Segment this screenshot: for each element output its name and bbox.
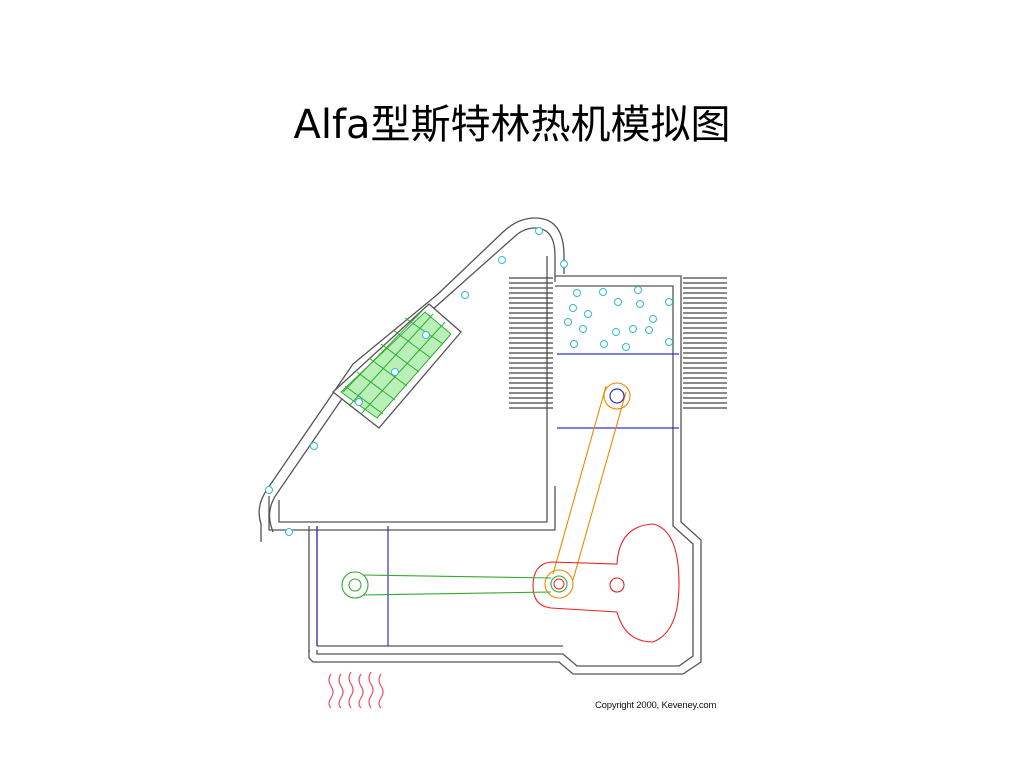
- regenerator-mesh-icon: [342, 309, 446, 415]
- pistons: [316, 353, 679, 646]
- channel-inner-wall: [268, 227, 556, 533]
- hot-connecting-rod: [544, 382, 631, 599]
- crankshaft: [532, 523, 680, 643]
- gas-particles: [265, 227, 673, 536]
- copyright-text: Copyright 2000, Keveney.com: [595, 700, 717, 711]
- cold-rod-left-end: [341, 571, 369, 599]
- hot-cylinder-wall: [308, 275, 702, 675]
- hot-rod-bottom-end: [544, 569, 574, 599]
- crank-center: [609, 577, 625, 593]
- slide-title: Alfa型斯特林热机模拟图: [293, 102, 731, 148]
- crank-web: [532, 523, 680, 643]
- cold-rod-right-end: [550, 575, 568, 593]
- hot-cylinder-inner-wall: [316, 285, 694, 667]
- engine-drawing: [258, 217, 727, 709]
- cold-piston-pin: [348, 578, 362, 592]
- channel-outer-wall: [258, 217, 565, 542]
- cold-connecting-rod: [341, 571, 568, 599]
- cold-cylinder: [308, 526, 563, 652]
- hot-piston-pin: [609, 388, 625, 404]
- channel-loop-left: [268, 486, 556, 531]
- gas-channel: [258, 217, 565, 542]
- hot-rod-top-end: [603, 382, 631, 410]
- stirling-engine-diagram: Copyright 2000, Keveney.com: [233, 196, 749, 720]
- fins-right: [683, 277, 727, 409]
- crank-pin: [553, 578, 565, 590]
- fins-left: [509, 277, 553, 409]
- channel-loop-inner: [278, 256, 548, 523]
- heat-fins-icon: [509, 277, 727, 409]
- hot-cylinder: [308, 275, 702, 675]
- flame-icon: [328, 671, 384, 709]
